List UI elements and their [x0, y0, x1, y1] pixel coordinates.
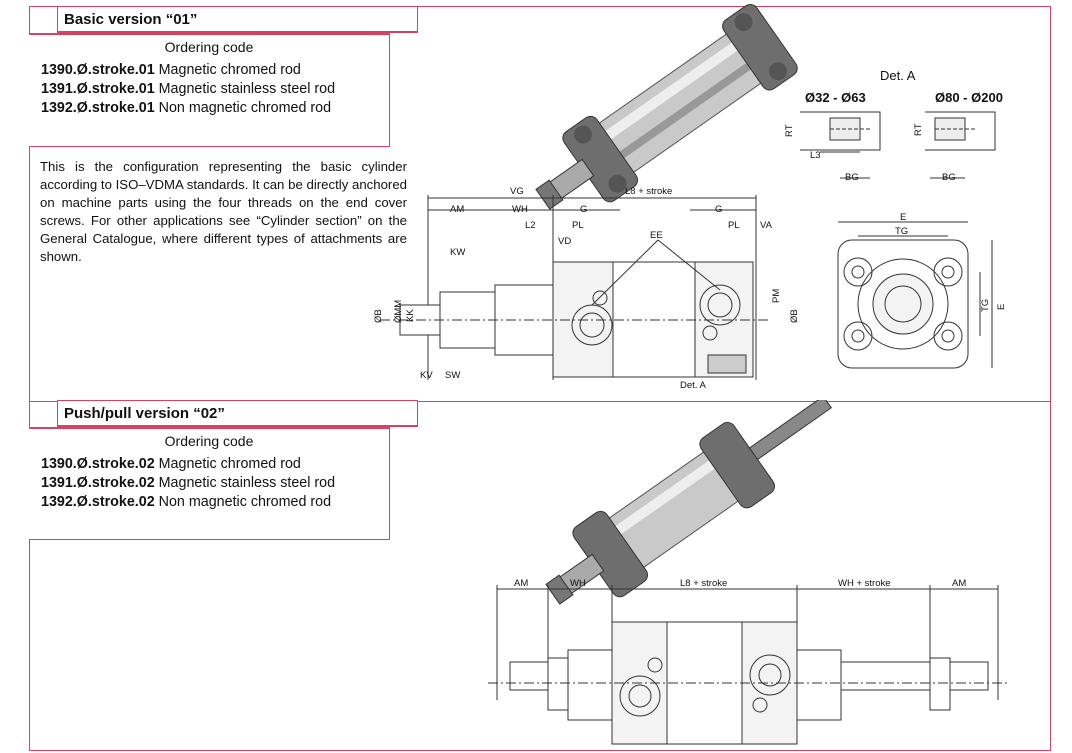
section2-ordering-box: Ordering code 1390.Ø.stroke.02 Magnetic …	[29, 427, 390, 540]
dim-va: VA	[760, 220, 773, 231]
dim-e-top: E	[900, 212, 906, 223]
dim-l2: L2	[525, 220, 536, 231]
code-desc: Magnetic stainless steel rod	[158, 81, 336, 97]
ordering-code-line: 1390.Ø.stroke.01 Magnetic chromed rod	[29, 61, 389, 80]
dim-pl2: PL	[728, 220, 740, 231]
dim-pl1: PL	[572, 220, 584, 231]
det-a-rt2: RT	[913, 123, 924, 136]
dim-wh-stroke: WH + stroke	[838, 578, 891, 589]
section2-frame	[29, 400, 1051, 751]
detail-a-small-drawing	[800, 111, 881, 179]
code: 1391.Ø.stroke.01	[41, 81, 155, 97]
dim-vd: VD	[558, 236, 571, 247]
ordering-code-header: Ordering code	[164, 433, 254, 449]
dim-kk: KK	[405, 309, 416, 322]
push-pull-side-view	[488, 585, 1008, 745]
ordering-code-line: 1390.Ø.stroke.02 Magnetic chromed rod	[29, 455, 389, 474]
ordering-code-line: 1392.Ø.stroke.01 Non magnetic chromed ro…	[29, 99, 389, 118]
dim-g2: G	[715, 204, 722, 215]
section1-ordering-box: Ordering code 1390.Ø.stroke.01 Magnetic …	[29, 33, 390, 147]
section1-title-text: Basic version “01”	[64, 11, 198, 28]
dim-omm: ØMM	[393, 300, 404, 323]
dim-am-right: AM	[952, 578, 966, 589]
dim-det-a: Det. A	[680, 380, 707, 391]
code-desc: Non magnetic chromed rod	[158, 494, 332, 510]
dim-wh: WH	[512, 204, 528, 215]
ordering-code-line: 1391.Ø.stroke.02 Magnetic stainless stee…	[29, 474, 389, 493]
det-a-range2: Ø80 - Ø200	[935, 90, 1003, 105]
det-a-title: Det. A	[880, 68, 916, 83]
det-a-bg1: BG	[845, 172, 859, 183]
dim-sw: SW	[445, 370, 460, 381]
section1-drawings: Det. A Ø32 - Ø63 Ø80 - Ø200 RT L3 BG RT …	[373, 3, 1007, 391]
dim-l8: L8 + stroke	[625, 186, 672, 197]
code-desc: Magnetic chromed rod	[158, 456, 301, 472]
dim-vg: VG	[510, 186, 524, 197]
code-desc: Non magnetic chromed rod	[158, 100, 332, 116]
section1-frame	[29, 6, 1051, 402]
section1-title: Basic version “01”	[57, 6, 418, 33]
code: 1391.Ø.stroke.02	[41, 475, 155, 491]
dim-pm: PM	[771, 289, 782, 303]
dim-kv: KV	[420, 370, 433, 381]
code: 1390.Ø.stroke.01	[41, 62, 155, 78]
code: 1392.Ø.stroke.01	[41, 100, 155, 116]
section2-title-text: Push/pull version “02”	[64, 405, 225, 422]
section2-drawings: AM WH L8 + stroke WH + stroke AM	[488, 400, 1008, 745]
det-a-bg2: BG	[942, 172, 956, 183]
ordering-code-line: 1392.Ø.stroke.02 Non magnetic chromed ro…	[29, 493, 389, 512]
front-view-drawing	[837, 221, 993, 369]
side-view-drawing	[380, 195, 770, 380]
code: 1390.Ø.stroke.02	[41, 456, 155, 472]
dim-g1: G	[580, 204, 587, 215]
cylinder-3d-render-push-pull	[545, 400, 832, 605]
code-desc: Magnetic stainless steel rod	[158, 475, 336, 491]
det-a-range1: Ø32 - Ø63	[805, 90, 866, 105]
dim-ob1: ØB	[373, 309, 384, 323]
dim-am: AM	[450, 204, 464, 215]
section2-title: Push/pull version “02”	[57, 400, 418, 427]
dim-ee: EE	[650, 230, 663, 241]
dim-ob2: ØB	[789, 309, 800, 323]
dim-e-side: E	[996, 304, 1007, 310]
dim-tg-side: TG	[980, 299, 991, 312]
dim-kw: KW	[450, 247, 465, 258]
det-a-l3: L3	[810, 150, 821, 161]
ordering-code-line: 1391.Ø.stroke.01 Magnetic stainless stee…	[29, 80, 389, 99]
det-a-rt1: RT	[784, 124, 795, 137]
dim-wh: WH	[570, 578, 586, 589]
ordering-code-header: Ordering code	[164, 39, 254, 55]
code-desc: Magnetic chromed rod	[158, 62, 301, 78]
dim-am-left: AM	[514, 578, 528, 589]
code: 1392.Ø.stroke.02	[41, 494, 155, 510]
dim-l8-stroke: L8 + stroke	[680, 578, 727, 589]
detail-a-large-drawing	[925, 111, 996, 179]
cylinder-3d-render	[535, 3, 798, 210]
dim-tg-top: TG	[895, 226, 908, 237]
section1-description: This is the configuration representing t…	[40, 159, 407, 264]
